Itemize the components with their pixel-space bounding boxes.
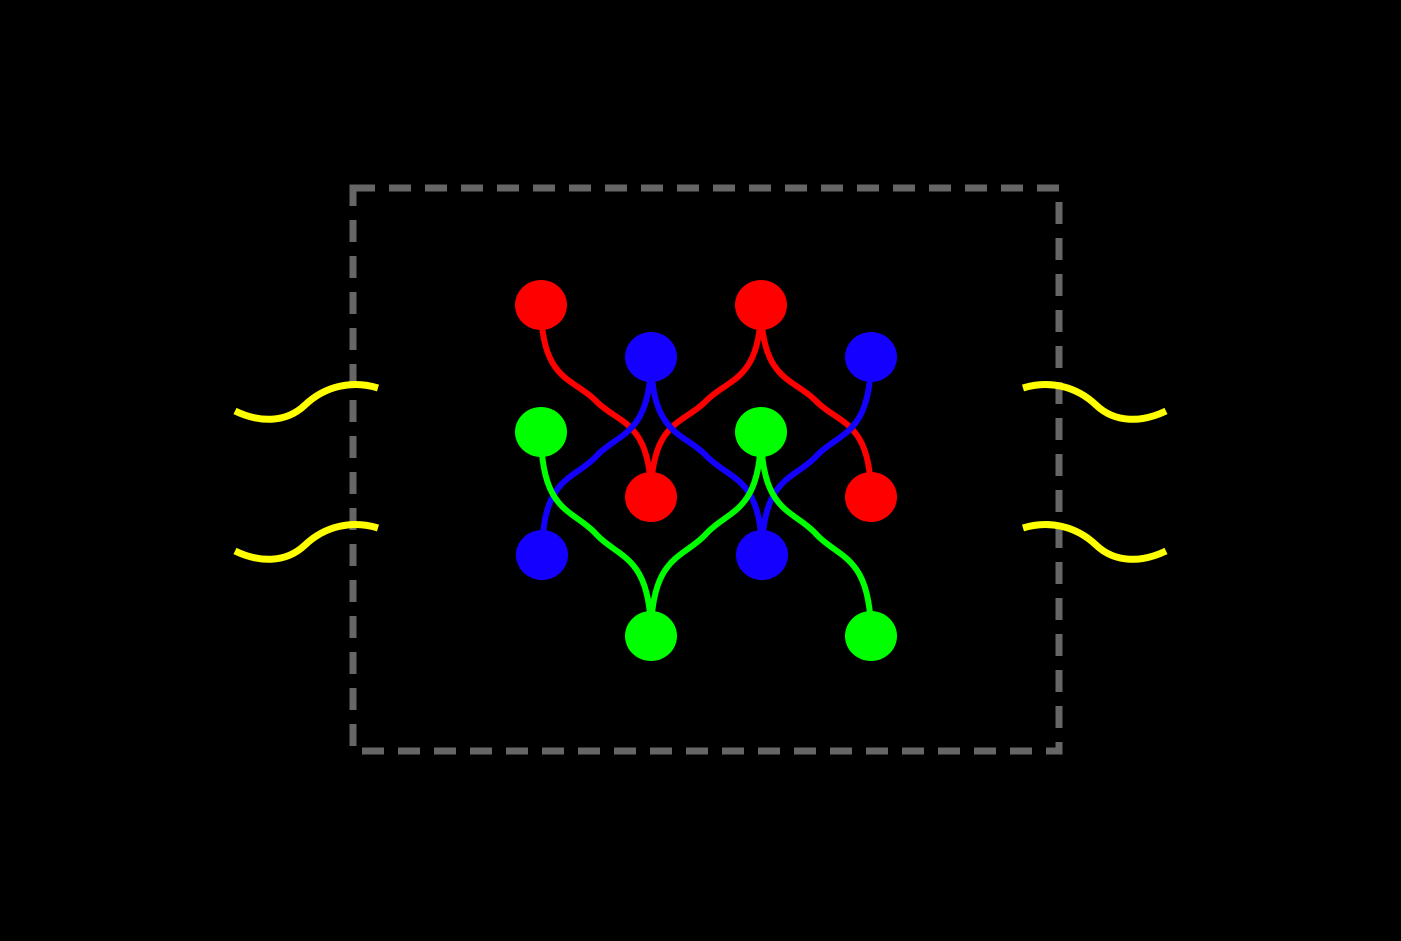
blue-node-3 [516, 530, 568, 580]
blue-link-2 [648, 356, 765, 556]
red-node-1 [515, 280, 567, 330]
blue-node-4 [736, 530, 788, 580]
dashed-boundary [349, 184, 1063, 755]
green-link-1 [538, 431, 654, 637]
red-link-2 [648, 304, 764, 498]
blue-link-1 [539, 356, 654, 556]
links [538, 304, 874, 637]
wave-left-bottom [233, 521, 380, 563]
blue-node-2 [845, 332, 897, 382]
green-node-2 [735, 407, 787, 457]
red-node-3 [625, 472, 677, 522]
wave-right-bottom [1021, 521, 1168, 563]
blue-link-3 [759, 356, 874, 556]
green-node-1 [515, 407, 567, 457]
green-link-2 [648, 431, 764, 637]
blue-node-1 [625, 332, 677, 382]
red-link-1 [538, 304, 654, 498]
red-link-3 [758, 304, 874, 498]
wave-right-top [1021, 381, 1168, 423]
green-node-3 [625, 611, 677, 661]
yellow-wave-connectors [233, 381, 1168, 563]
green-link-3 [758, 431, 874, 637]
wave-left-top [233, 381, 380, 423]
nodes [515, 280, 897, 661]
red-node-4 [845, 472, 897, 522]
green-node-4 [845, 611, 897, 661]
red-node-2 [735, 280, 787, 330]
